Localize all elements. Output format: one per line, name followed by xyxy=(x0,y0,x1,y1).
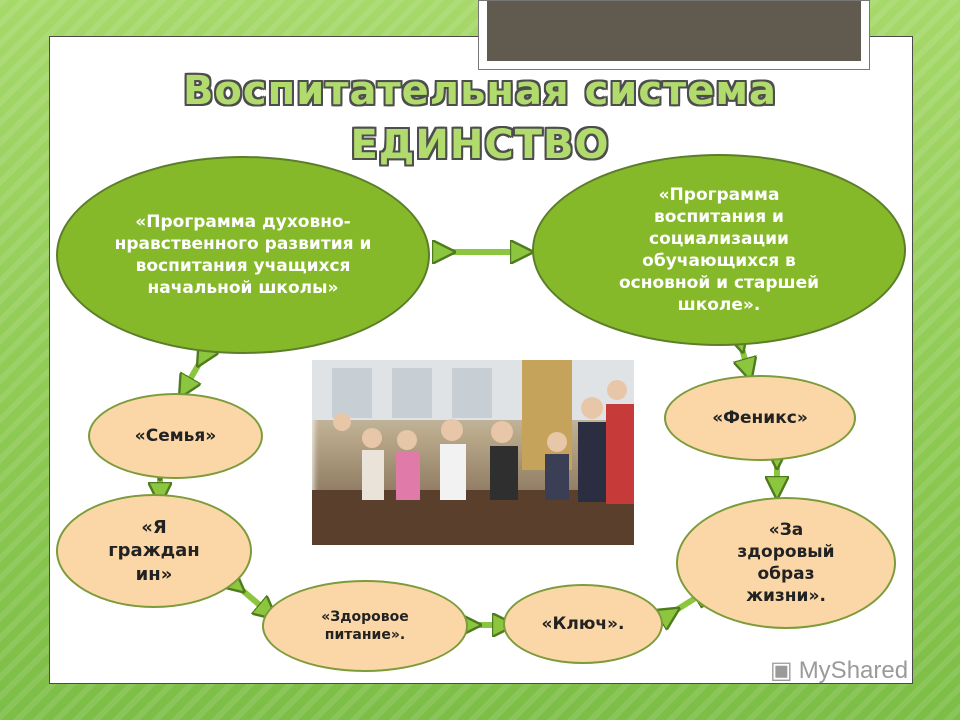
bubble-family: «Семья» xyxy=(88,393,263,479)
group-photo-illustration xyxy=(312,360,634,545)
watermark-icon: ▣ xyxy=(770,657,793,684)
bubble-healthy-food: «Здоровое питание». xyxy=(262,580,468,672)
top-tab xyxy=(478,0,870,70)
bubble-phoenix: «Феникс» xyxy=(664,375,856,461)
bubble-program-primary: «Программа духовно-нравственного развити… xyxy=(56,156,430,354)
bubble-program-secondary: «Программа воспитания и социализации обу… xyxy=(532,154,906,346)
bubble-citizen-text: «Я граждан ин» xyxy=(108,516,200,585)
top-tab-fill xyxy=(487,1,861,61)
group-photo xyxy=(312,360,634,545)
arrow-primary-family xyxy=(185,357,203,388)
bubble-key: «Ключ». xyxy=(503,584,663,664)
title-line-1: Воспитательная система xyxy=(182,68,778,114)
bubble-citizen: «Я граждан ин» xyxy=(56,494,252,608)
bubble-program-secondary-text: «Программа воспитания и социализации обу… xyxy=(618,184,820,316)
bubble-key-text: «Ключ». xyxy=(541,613,625,634)
watermark: ▣ MyShared xyxy=(770,656,908,685)
bubble-family-text: «Семья» xyxy=(134,425,217,446)
bubble-healthy-life-text: «За здоровый образ жизни». xyxy=(737,519,835,607)
arrow-secondary-phoenix xyxy=(740,342,748,370)
bubble-program-primary-text: «Программа духовно-нравственного развити… xyxy=(114,211,372,299)
arrow-citizen-food xyxy=(236,585,268,612)
bubble-healthy-life: «За здоровый образ жизни». xyxy=(676,497,896,629)
title-line-2: ЕДИНСТВО xyxy=(350,122,610,168)
bubble-phoenix-text: «Феникс» xyxy=(712,407,808,428)
watermark-text: MyShared xyxy=(798,656,909,684)
bubble-healthy-food-text: «Здоровое питание». xyxy=(321,608,409,643)
